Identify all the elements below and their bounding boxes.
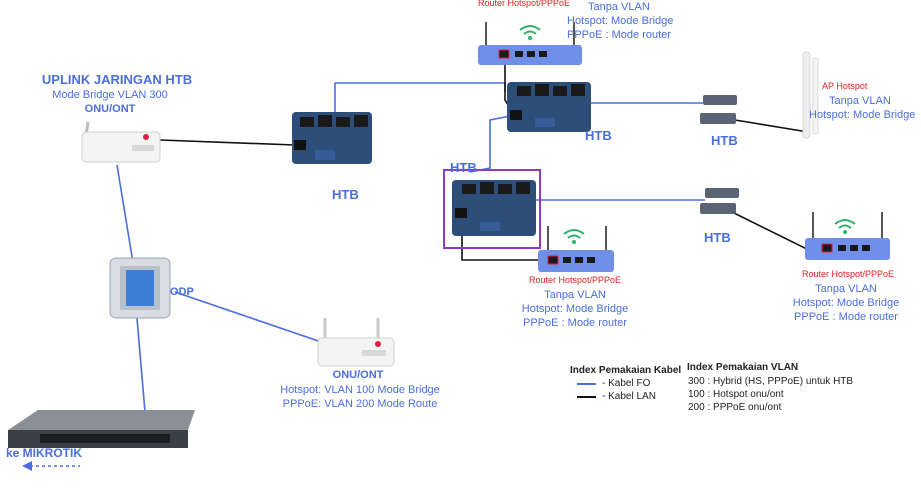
htb-mid-device — [452, 180, 536, 236]
lan-htb-ap — [734, 119, 809, 133]
ap-hotspot-device — [802, 51, 819, 139]
lan-onu-htb — [159, 139, 296, 146]
legend-vlan-item-100: 100 : Hotspot onu/ont — [688, 389, 784, 400]
htb-top-right-device — [700, 95, 737, 124]
fiber-odp-onu — [174, 291, 331, 346]
odp-device — [109, 257, 171, 319]
htb-left-label: HTB — [332, 187, 359, 202]
onu-bottom-line2: PPPoE: VLAN 200 Mode Route — [282, 398, 438, 410]
legend-cable-fo: - Kabel FO — [602, 378, 651, 389]
legend-vlan-item-300: 300 : Hybrid (HS, PPPoE) untuk HTB — [688, 376, 854, 387]
router-right-line3: PPPoE : Mode router — [794, 311, 898, 323]
htb-left-device — [292, 112, 372, 164]
router-top-title: Router Hotspot/PPPoE — [477, 0, 571, 8]
legend-cable-lan: - Kabel LAN — [602, 391, 656, 402]
router-right-title: Router Hotspot/PPPoE — [801, 269, 895, 279]
onu-bottom-device — [317, 318, 395, 367]
htb-mid-right-device — [700, 188, 739, 214]
legend-vlan-title: Index Pemakaian VLAN — [687, 362, 799, 373]
htb-mid-label: HTB — [450, 160, 477, 175]
router-top-line3: PPPoE : Mode router — [567, 29, 671, 41]
olt-device — [8, 410, 195, 471]
onu-uplink-device — [81, 121, 161, 163]
uplink-subtitle: Mode Bridge VLAN 300 — [52, 89, 168, 101]
htb-top-right-label: HTB — [711, 133, 738, 148]
fiber-onu-odp — [116, 164, 136, 276]
router-mid-title: Router Hotspot/PPPoE — [528, 275, 622, 285]
router-mid-device — [538, 226, 614, 272]
fiber-odp-olt — [136, 317, 146, 413]
ap-line2: Hotspot: Mode Bridge — [809, 109, 916, 121]
fiber-cables — [116, 82, 705, 413]
router-mid-line2: Hotspot: Mode Bridge — [521, 303, 629, 315]
onu-bottom-title: ONU/ONT — [332, 369, 384, 381]
router-top-line2: Hotspot: Mode Bridge — [567, 15, 674, 27]
router-top-device — [478, 22, 582, 65]
odp-label: ODP — [170, 286, 194, 298]
router-mid-line1: Tanpa VLAN — [544, 289, 606, 301]
ap-title: AP Hotspot — [822, 81, 868, 91]
router-top-line1: Tanpa VLAN — [588, 1, 650, 13]
router-right-line2: Hotspot: Mode Bridge — [792, 297, 900, 309]
router-mid-line3: PPPoE : Mode router — [523, 317, 627, 329]
ap-line1: Tanpa VLAN — [829, 95, 891, 107]
olt-mikrotik-label: ke MIKROTIK — [6, 446, 83, 460]
onu-bottom-line1: Hotspot: VLAN 100 Mode Bridge — [280, 384, 440, 396]
uplink-title: UPLINK JARINGAN HTB — [41, 72, 193, 87]
router-right-line1: Tanpa VLAN — [815, 283, 877, 295]
htb-mid-right-label: HTB — [704, 230, 731, 245]
router-right-device — [805, 212, 890, 260]
htb-top-center-label: HTB — [585, 128, 612, 143]
htb-top-device — [507, 82, 591, 132]
htb-selection-frame — [443, 169, 541, 249]
legend-cable-title: Index Pemakaian Kabel — [570, 365, 682, 376]
legend-vlan-item-200: 200 : PPPoE onu/ont — [688, 402, 782, 413]
uplink-onu-label: ONU/ONT — [84, 103, 136, 115]
